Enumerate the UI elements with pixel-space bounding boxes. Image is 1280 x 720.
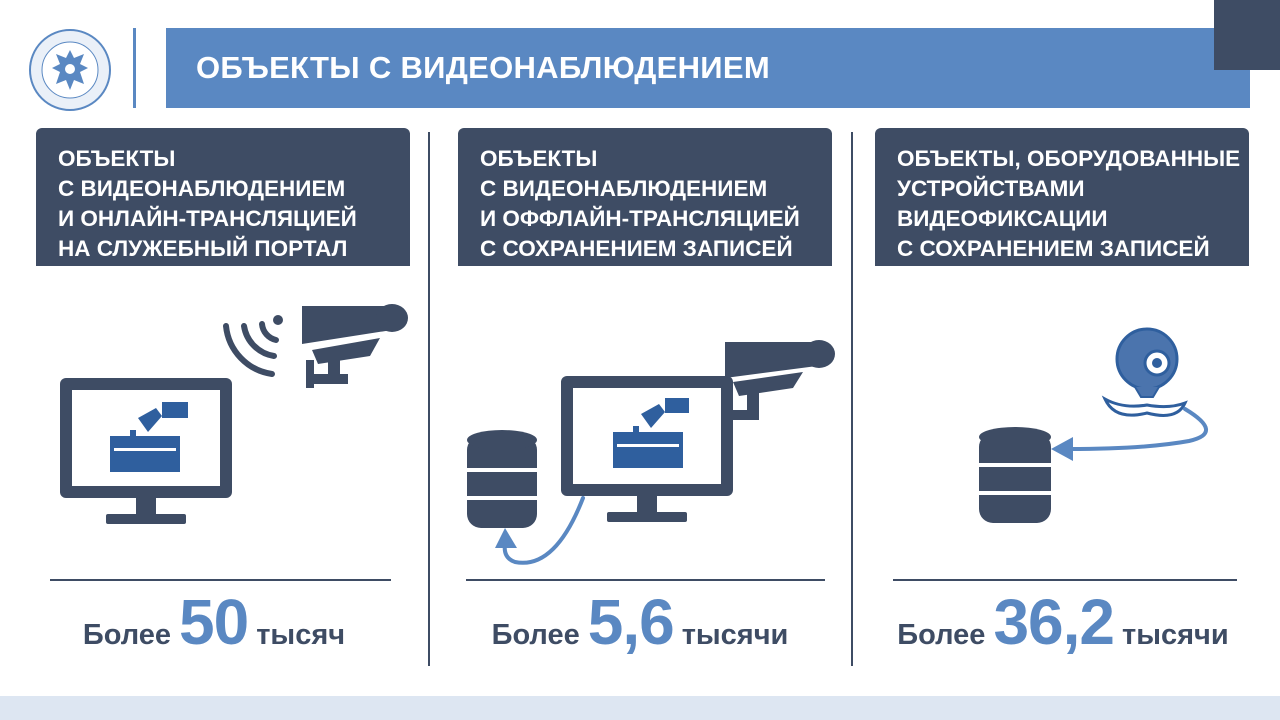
stat-suffix: тысячи	[681, 619, 789, 651]
stat-value: 5,6	[587, 586, 675, 658]
stat-rule	[893, 579, 1237, 581]
card-header-line: И ОНЛАЙН-ТРАНСЛЯЦИЕЙ	[58, 206, 357, 231]
card-header-line: И ОФФЛАЙН-ТРАНСЛЯЦИЕЙ	[480, 206, 800, 231]
monitor-ballot-icon	[60, 378, 232, 524]
stat-rule	[50, 579, 391, 581]
stat-value: 50	[179, 586, 249, 658]
cctv-camera-icon	[302, 304, 408, 388]
emblem-icon	[29, 29, 111, 111]
stat-recording: Более 36,2 тысячи	[873, 585, 1253, 665]
card-header-recording: ОБЪЕКТЫ, ОБОРУДОВАННЫЕ УСТРОЙСТВАМИ ВИДЕ…	[875, 128, 1249, 266]
logo-divider	[133, 28, 136, 108]
database-icon	[979, 427, 1051, 523]
card-header-line: УСТРОЙСТВАМИ	[897, 176, 1085, 201]
curved-arrow-icon	[1051, 407, 1208, 461]
illustration-offline	[467, 340, 835, 565]
stat-offline: Более 5,6 тысячи	[450, 585, 830, 665]
card-header-line: С СОХРАНЕНИЕМ ЗАПИСЕЙ	[897, 236, 1210, 261]
database-icon	[467, 430, 537, 528]
column-divider	[851, 132, 853, 666]
corner-tab	[1214, 0, 1280, 70]
illustration-recording	[979, 327, 1208, 523]
card-header-line: ОБЪЕКТЫ, ОБОРУДОВАННЫЕ	[897, 146, 1241, 171]
card-header-offline: ОБЪЕКТЫ С ВИДЕОНАБЛЮДЕНИЕМ И ОФФЛАЙН-ТРА…	[458, 128, 832, 266]
card-header-line: С ВИДЕОНАБЛЮДЕНИЕМ	[480, 176, 768, 201]
page-title: ОБЪЕКТЫ С ВИДЕОНАБЛЮДЕНИЕМ	[196, 50, 770, 85]
illustration-online	[60, 304, 408, 524]
card-header-line: НА СЛУЖЕБНЫЙ ПОРТАЛ	[58, 236, 348, 261]
stat-prefix: Более	[491, 619, 580, 651]
monitor-ballot-icon	[561, 376, 733, 522]
curved-arrow-icon	[495, 496, 585, 565]
title-bar: ОБЪЕКТЫ С ВИДЕОНАБЛЮДЕНИЕМ	[166, 28, 1250, 108]
stat-prefix: Более	[82, 619, 172, 651]
stat-prefix: Более	[897, 619, 986, 651]
card-header-line: ВИДЕОФИКСАЦИИ	[897, 206, 1108, 231]
stat-suffix: тысячи	[1122, 619, 1229, 651]
stat-rule	[466, 579, 825, 581]
card-header-line: С СОХРАНЕНИЕМ ЗАПИСЕЙ	[480, 236, 793, 261]
stat-value: 36,2	[993, 586, 1115, 658]
card-header-line: ОБЪЕКТЫ	[480, 146, 598, 171]
stat-suffix: тысяч	[256, 619, 346, 651]
card-header-line: С ВИДЕОНАБЛЮДЕНИЕМ	[58, 176, 346, 201]
column-divider	[428, 132, 430, 666]
stat-online: Более 50 тысяч	[36, 585, 392, 665]
cctv-camera-icon	[725, 340, 835, 420]
footer-band	[0, 696, 1280, 720]
wifi-signal-icon	[223, 315, 283, 377]
card-header-online: ОБЪЕКТЫ С ВИДЕОНАБЛЮДЕНИЕМ И ОНЛАЙН-ТРАН…	[36, 128, 410, 266]
card-header-line: ОБЪЕКТЫ	[58, 146, 176, 171]
webcam-icon	[1101, 327, 1188, 417]
